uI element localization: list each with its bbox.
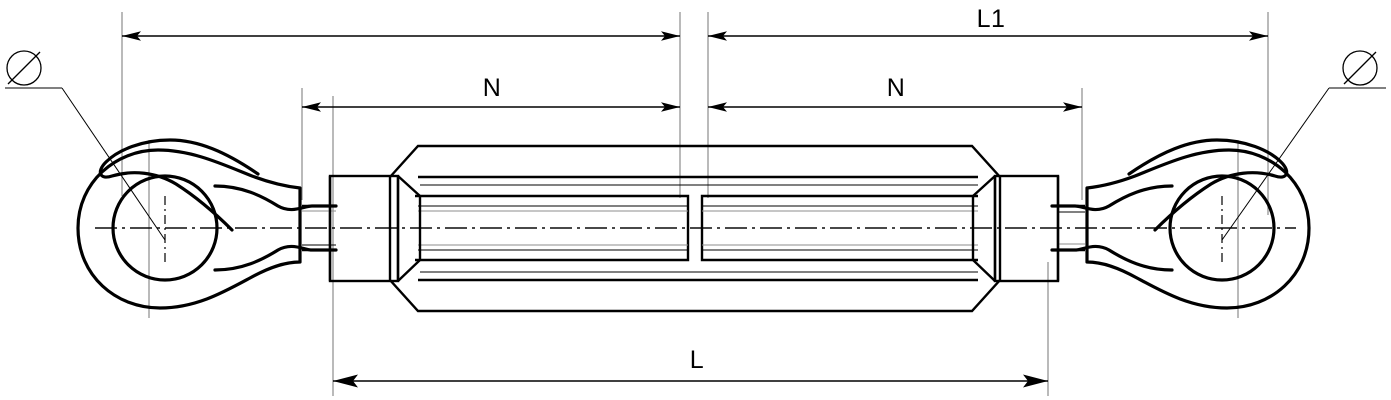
dimension-n-right: N [708,74,1082,112]
left-hook-claw [98,138,260,232]
right-threaded-rod [700,194,978,262]
diameter-icon-left-slash [7,51,41,85]
left-threaded-rod [415,194,690,262]
diameter-icon-right-slash [1343,51,1377,85]
leader-line-right [1221,87,1330,241]
dimension-n-left: N [302,74,680,112]
leader-line-left [61,87,166,241]
callout-diameter-left [5,50,166,241]
extension-lines [121,12,1269,396]
dim-n-left-label: N [483,74,502,102]
diameter-icon-left-circle [6,50,42,86]
hook-eye-centerlines [148,140,1239,318]
dimension-l-overall: L [333,346,1048,388]
diameter-icon-right-circle [1342,50,1378,86]
dim-l1-right-label: L1 [977,5,1006,33]
left-hook [76,138,338,310]
dimension-l1-right: L1 [708,5,1268,41]
dim-n-right-label: N [887,74,906,102]
right-hook-eye-bore [1168,174,1276,282]
dim-l-label: L [690,346,704,374]
callout-diameter-right [1221,50,1386,241]
left-rod-outline [415,194,690,262]
right-hook [1050,138,1311,310]
left-hook-outer-profile [76,148,302,310]
left-lock-nut [302,174,422,283]
right-hook-claw [1127,138,1289,232]
right-hook-outer-profile [1085,148,1311,310]
right-rod-stub [1058,204,1085,252]
